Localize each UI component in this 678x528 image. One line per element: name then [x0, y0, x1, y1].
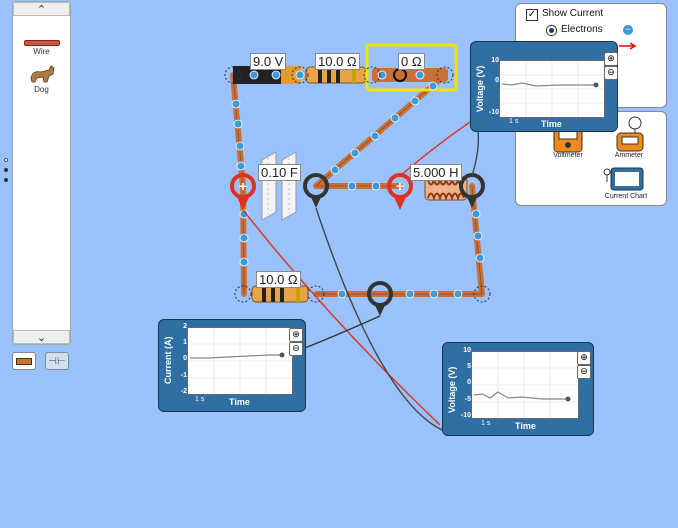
tick: 1: [183, 339, 187, 346]
current-chart-label: Current Chart: [604, 193, 648, 200]
capacitor[interactable]: [261, 151, 297, 221]
voltmeter-label: Voltmeter: [553, 152, 583, 159]
resistor-top-label[interactable]: 10.0 Ω: [315, 53, 360, 70]
schematic-icon: ⊣⊢: [48, 355, 66, 367]
ammeter-label: Ammeter: [614, 152, 644, 159]
voltmeter-probe-red-right[interactable]: +: [387, 173, 413, 210]
time-axis-label: Time: [515, 421, 536, 431]
battery-lifelike-icon: [16, 357, 32, 365]
voltage-chart-top[interactable]: Voltage (V) 10 0 -10 ⊕ ⊖ 1 s Time: [470, 41, 618, 132]
tick: -2: [180, 388, 187, 395]
zoom-in-icon[interactable]: ⊕: [604, 52, 618, 66]
show-current-label: Show Current: [542, 8, 604, 19]
tick: 5: [467, 363, 471, 370]
time-axis-label: Time: [229, 397, 250, 407]
capacitor-label[interactable]: 0.10 F: [258, 164, 301, 181]
voltmeter-probe-black-left[interactable]: [303, 173, 329, 208]
voltmeter-probe-red-left[interactable]: +: [230, 150, 256, 210]
voltage-bottom-plot: [471, 351, 579, 419]
tick: -10: [488, 109, 499, 116]
junctions[interactable]: [224, 66, 491, 303]
ammeter-icon[interactable]: [613, 115, 645, 153]
electron-icon: −: [623, 25, 633, 35]
electron-particles: [231, 70, 485, 299]
tick: 10: [491, 57, 499, 64]
dog-icon[interactable]: [27, 62, 57, 84]
inductor-label[interactable]: 5.000 H: [410, 164, 462, 181]
resistor-bottom[interactable]: [251, 285, 309, 303]
wire-icon[interactable]: [24, 40, 60, 46]
conventional-arrow-icon: [619, 42, 637, 50]
tick: -5: [464, 396, 471, 403]
time-scale-label: 1 s: [509, 118, 519, 125]
tick: 2: [183, 323, 187, 330]
selection-highlight: [365, 43, 458, 92]
voltage-top-y-label: Voltage (V): [475, 65, 485, 112]
zoom-out-icon[interactable]: ⊖: [604, 66, 618, 80]
tick: 0: [495, 77, 499, 84]
tick: 0: [183, 355, 187, 362]
svg-text:+: +: [396, 178, 404, 194]
dog-label: Dog: [34, 85, 49, 94]
zoom-out-icon[interactable]: ⊖: [577, 365, 591, 379]
tick: 0: [467, 379, 471, 386]
switch-resistance-label[interactable]: 0 Ω: [398, 53, 425, 70]
voltage-top-plot: [499, 60, 605, 118]
carousel-page-dots[interactable]: [4, 158, 8, 188]
resistor-bottom-label[interactable]: 10.0 Ω: [256, 271, 301, 288]
voltmeter-icon[interactable]: [552, 122, 584, 154]
tick: -1: [180, 372, 187, 379]
show-current-checkbox[interactable]: ✓: [526, 9, 538, 21]
sensor-toolbox-panel: Voltmeter Ammeter Current Chart: [515, 111, 667, 206]
voltage-bottom-y-label: Voltage (V): [447, 366, 457, 413]
zoom-in-icon[interactable]: ⊕: [577, 351, 591, 365]
probe-cables: [157, 121, 480, 431]
electrons-radio[interactable]: [546, 25, 557, 36]
current-plot: [187, 327, 293, 395]
time-scale-label: 1 s: [481, 420, 491, 427]
tick: 10: [463, 347, 471, 354]
zoom-in-icon[interactable]: ⊕: [289, 328, 303, 342]
lifelike-view-button[interactable]: [12, 352, 36, 370]
time-axis-label: Time: [541, 119, 562, 129]
current-chart-icon[interactable]: [603, 166, 645, 194]
zoom-out-icon[interactable]: ⊖: [289, 342, 303, 356]
current-chart[interactable]: Current (A) 2 1 0 -1 -2 ⊕ ⊖ 1 s Time: [158, 319, 306, 412]
tick: -10: [460, 412, 471, 419]
electrons-label: Electrons: [561, 24, 603, 35]
svg-text:+: +: [239, 178, 247, 194]
wire-label: Wire: [33, 47, 50, 56]
toolbox-scroll-down-button[interactable]: ⌄: [13, 330, 70, 344]
current-y-label: Current (A): [163, 336, 173, 385]
current-probe[interactable]: [367, 281, 393, 316]
schematic-view-button[interactable]: ⊣⊢: [45, 352, 69, 370]
component-toolbox: ⌃ Wire Dog ⌄: [12, 1, 71, 345]
battery-voltage-label[interactable]: 9.0 V: [250, 53, 287, 70]
toolbox-scroll-up-button[interactable]: ⌃: [13, 2, 70, 16]
voltage-chart-bottom[interactable]: Voltage (V) 10 5 0 -5 -10 ⊕ ⊖ 1 s Time: [442, 342, 594, 436]
time-scale-label: 1 s: [195, 396, 205, 403]
